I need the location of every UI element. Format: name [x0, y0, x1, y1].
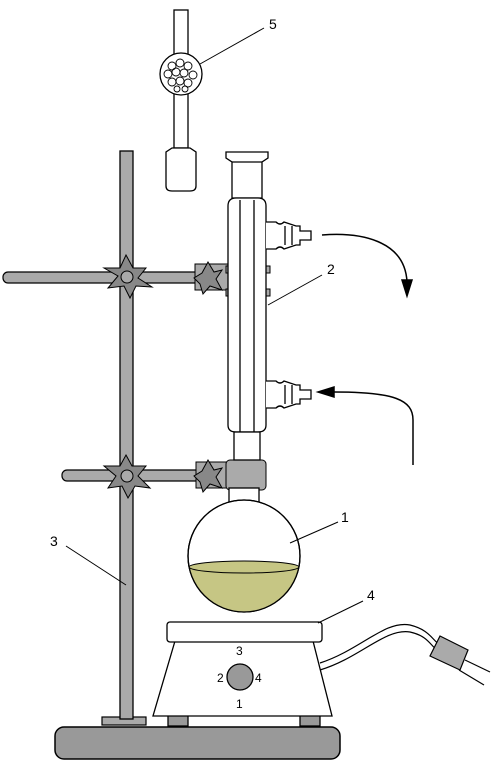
round-bottom-flask [187, 487, 301, 613]
upper-clamp-thumbscrew [102, 253, 154, 300]
drying-agent-granules [163, 58, 198, 93]
power-plug [429, 635, 491, 686]
water-inlet-arrow [315, 385, 414, 465]
hotplate-knob [226, 663, 254, 691]
drying-tube [159, 9, 203, 192]
leader-lines [65, 27, 364, 624]
knob-label-left: 2 [217, 671, 224, 685]
label-flask: 1 [341, 509, 349, 525]
stand-base [54, 726, 341, 760]
lower-clamp-thumbscrew [102, 453, 152, 500]
condenser [225, 151, 312, 461]
leader-line-hotplate [317, 600, 364, 624]
leader-line-drying-tube [199, 27, 265, 65]
leader-line-stand-rod [65, 545, 127, 586]
power-cord [319, 623, 441, 671]
upper-clamp-arm [2, 271, 204, 284]
knob-label-bottom: 1 [236, 697, 243, 711]
hotplate [152, 621, 333, 727]
knob-label-right: 4 [255, 671, 262, 685]
hotplate-top [166, 621, 323, 643]
knob-label-top: 3 [236, 644, 243, 658]
leader-line-flask [289, 521, 339, 544]
stand-rod [119, 150, 134, 720]
leader-line-condenser [267, 274, 323, 306]
label-stand-rod: 3 [50, 533, 58, 549]
label-hotplate: 4 [367, 587, 375, 603]
water-outlet-arrow [321, 233, 414, 299]
label-drying-tube: 5 [269, 16, 277, 32]
lower-clamp-jaw [193, 458, 267, 494]
label-condenser: 2 [327, 261, 335, 277]
